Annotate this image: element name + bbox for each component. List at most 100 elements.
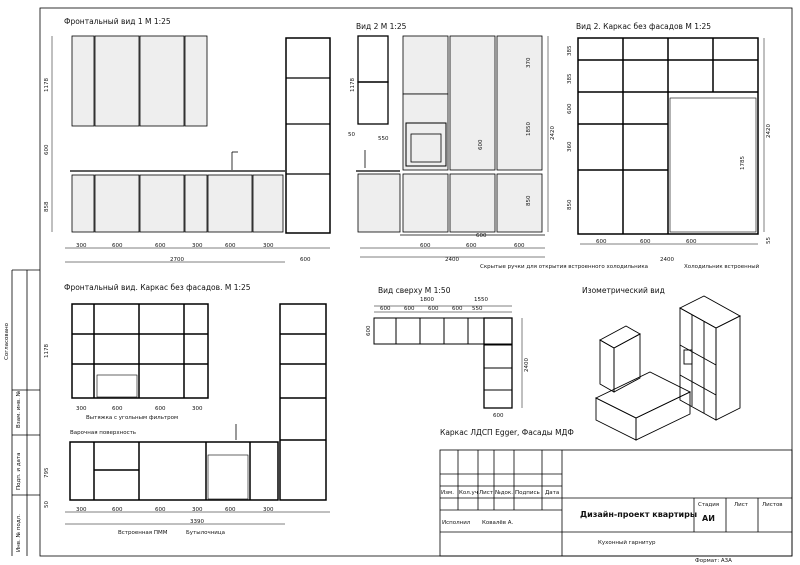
sheets-label: Листов [762, 502, 783, 508]
dim-label: 600 [640, 239, 651, 245]
format-label: Формат: А3А [695, 558, 732, 564]
performer-name: Ковалёв А. [482, 520, 514, 526]
dim-inner: 600 [476, 233, 487, 239]
isometric-title: Изометрический вид [582, 286, 665, 295]
dim-height: 1178 [350, 78, 356, 92]
dim-height: 50 [44, 501, 50, 508]
dim-height: 1178 [44, 78, 50, 92]
dim-label: 600 [225, 507, 236, 513]
inv-orig-label: Инв. № подл. [16, 514, 22, 552]
dim-inner: 1850 [526, 122, 532, 136]
dim-label: 600 [404, 306, 415, 312]
dim-total: 2400 [660, 257, 674, 263]
dim-height: 360 [567, 141, 573, 153]
dim-label: 600 [686, 239, 697, 245]
dim-label: 300 [192, 406, 203, 412]
dim-label: 600 [112, 243, 123, 249]
dim-height: 600 [44, 144, 50, 156]
dim-height: 50 [348, 132, 355, 138]
frame-view-2-title: Вид 2. Каркас без фасадов М 1:25 [576, 22, 712, 31]
dim-label: 1800 [420, 297, 434, 303]
top-view-title: Вид сверху М 1:50 [378, 286, 451, 295]
front-frame-title: Фронтальный вид. Каркас без фасадов. М 1… [64, 283, 251, 292]
performer-label: Исполнил [442, 520, 471, 526]
dim-total: 2700 [170, 257, 184, 263]
hdr-sign: Подпись [515, 490, 540, 496]
dim-label: 300 [192, 243, 203, 249]
dim-label: 300 [76, 507, 87, 513]
dim-label: 600 [452, 306, 463, 312]
sheet-label: Лист [734, 502, 748, 508]
dim-label: 600 [596, 239, 607, 245]
dim-label: 550 [472, 306, 483, 312]
dim-label: 300 [192, 507, 203, 513]
dim-height: 385 [567, 45, 573, 57]
dim-total: 2400 [445, 257, 459, 263]
dim-label: 300 [76, 243, 87, 249]
inv-sub-label: Взам. инв. № [16, 390, 22, 428]
view-2-title: Вид 2 М 1:25 [356, 22, 407, 31]
top-view [373, 305, 523, 409]
fridge-note: Холодильник встроенный [684, 264, 760, 270]
dim-label: 1550 [474, 297, 488, 303]
frame-view-2 [577, 37, 765, 245]
dim-inner: 850 [526, 195, 532, 207]
dim-height: 600 [567, 103, 573, 115]
dim-inner: 370 [526, 57, 532, 69]
dim-label: 600 [420, 243, 431, 249]
dim-height: 858 [44, 201, 50, 213]
front-view-1 [51, 35, 331, 263]
dim-total: 3390 [190, 519, 204, 525]
material-note: Каркас ЛДСП Egger, Фасады МДФ [440, 428, 574, 437]
dim-label: 600 [112, 406, 123, 412]
hidden-handles-note: Скрытые ручки для открытия встроенного х… [480, 264, 649, 270]
hood-note: Вытяжка с угольным фильтром [86, 415, 179, 421]
hdr-date: Дата [545, 490, 560, 496]
subject: Кухонный гарнитур [598, 540, 656, 546]
dim-label: 600 [155, 406, 166, 412]
dim-label: 600 [514, 243, 525, 249]
dim-height: 795 [44, 467, 50, 479]
stage-label: Стадия [698, 502, 720, 508]
dim-label: 600 [380, 306, 391, 312]
sheet-frame [39, 7, 793, 557]
dim-label: 600 [466, 243, 477, 249]
dim-tall: 600 [300, 257, 311, 263]
view-2 [356, 35, 549, 258]
front-view-1-title: Фронтальный вид 1 М 1:25 [64, 17, 171, 26]
dim-inner: 600 [478, 139, 484, 151]
dim-height: 1785 [740, 156, 746, 170]
sign-date-label: Подп. и дата [16, 452, 22, 490]
dim-label: 600 [112, 507, 123, 513]
dim-height: 850 [567, 199, 573, 211]
dim-height: 2420 [766, 124, 772, 138]
dim-height: 55 [766, 237, 772, 244]
dim-height: 550 [378, 136, 389, 142]
dim-label: 600 [493, 413, 504, 419]
project-title: Дизайн-проект квартиры [580, 510, 698, 519]
dim-label: 600 [366, 325, 372, 337]
dishwasher-note: Встроенная ПММ [118, 530, 168, 536]
dim-label: 600 [225, 243, 236, 249]
dim-label: 300 [76, 406, 87, 412]
dim-label: 2400 [524, 358, 530, 372]
title-block [439, 449, 793, 557]
stage-value: АИ [702, 514, 715, 523]
hdr-sheet: Лист [479, 490, 493, 496]
dim-label: 600 [155, 507, 166, 513]
dim-height: 1178 [44, 344, 50, 358]
dim-label: 300 [263, 243, 274, 249]
dim-label: 300 [263, 507, 274, 513]
bottles-note: Бутылочница [186, 530, 225, 536]
worktop-note: Варочная поверхность [70, 430, 137, 436]
dim-label: 600 [155, 243, 166, 249]
front-frame-view [65, 303, 330, 525]
isometric-view [594, 295, 741, 441]
agreed-label: Согласовано [4, 323, 10, 360]
dim-inner: 2420 [550, 126, 556, 140]
dim-label: 600 [428, 306, 439, 312]
hdr-count: Кол.уч [459, 490, 479, 496]
dim-height: 385 [567, 73, 573, 85]
hdr-change: Изм. [441, 490, 454, 496]
